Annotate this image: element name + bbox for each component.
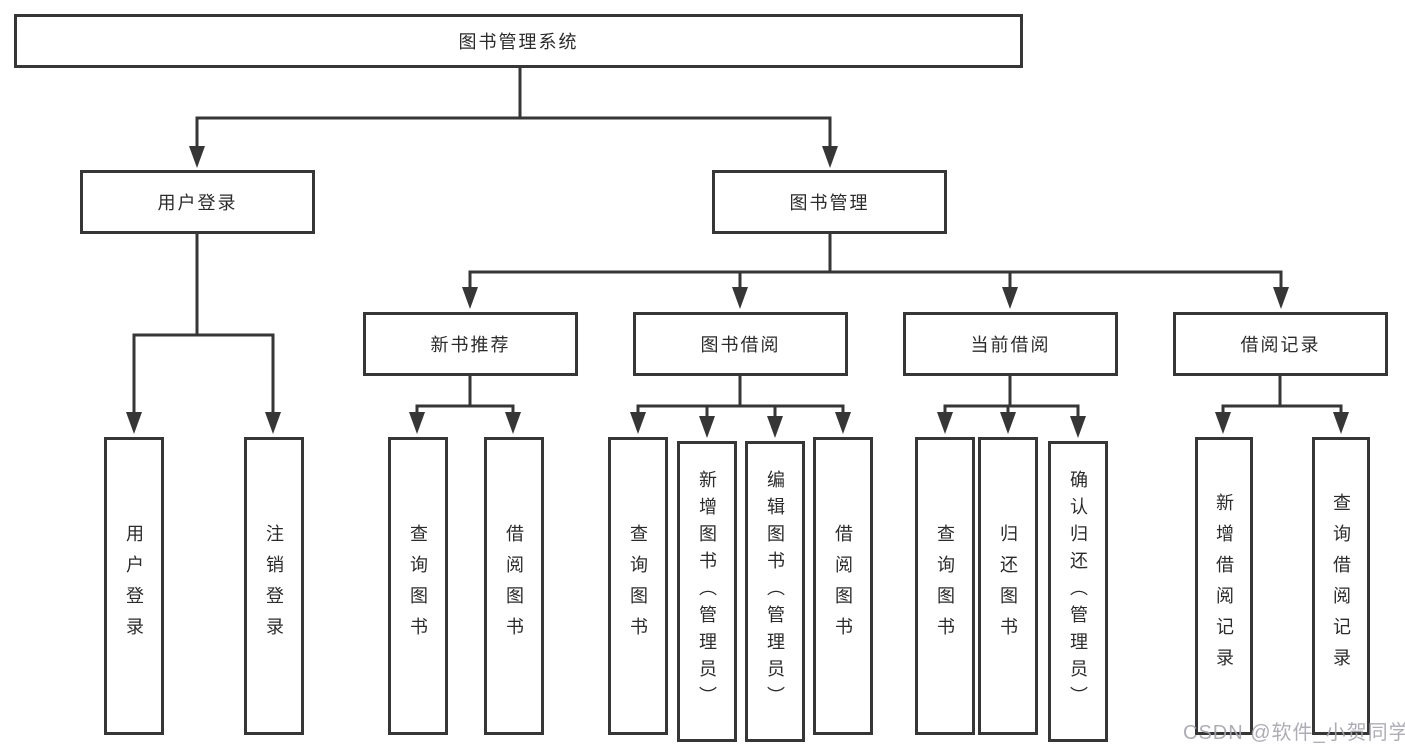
node-borrow-records: 借阅记录 <box>1173 312 1388 376</box>
leaf-query-books-recommend: 查询图书 <box>388 437 448 735</box>
leaf-label: 查询图书 <box>628 524 648 648</box>
leaf-borrow-books-recommend: 借阅图书 <box>484 437 544 735</box>
leaf-label: 借阅图书 <box>833 524 853 648</box>
csdn-watermark: CSDN @软件_小贺同学 <box>1183 722 1405 744</box>
leaf-label: 查询图书 <box>935 524 955 648</box>
leaf-return-books: 归还图书 <box>978 437 1038 735</box>
leaf-label: 新增图书（管理员） <box>697 470 717 713</box>
leaf-borrow-books: 借阅图书 <box>813 437 873 735</box>
leaf-label: 用户登录 <box>124 524 144 648</box>
leaf-logout: 注销登录 <box>244 437 304 735</box>
leaf-add-books-admin: 新增图书（管理员） <box>677 441 737 742</box>
leaf-user-login: 用户登录 <box>104 437 164 735</box>
leaf-label: 注销登录 <box>264 524 284 648</box>
leaf-confirm-return-admin: 确认归还（管理员） <box>1048 441 1108 742</box>
node-book-management: 图书管理 <box>712 170 947 234</box>
node-current-borrow: 当前借阅 <box>903 312 1118 376</box>
node-label: 图书借阅 <box>700 335 781 355</box>
node-label: 图书管理系统 <box>458 32 579 52</box>
leaf-add-borrow-record: 新增借阅记录 <box>1195 437 1253 735</box>
node-label: 图书管理 <box>789 193 870 213</box>
leaf-label: 查询图书 <box>408 524 428 648</box>
leaf-query-books-borrow: 查询图书 <box>608 437 668 735</box>
node-label: 当前借阅 <box>970 335 1051 355</box>
node-user-login: 用户登录 <box>80 170 315 234</box>
arrowheads <box>126 146 1349 438</box>
node-label: 用户登录 <box>157 193 238 213</box>
leaf-edit-books-admin: 编辑图书（管理员） <box>745 441 805 742</box>
node-library-management-system: 图书管理系统 <box>14 14 1023 68</box>
leaf-label: 归还图书 <box>998 524 1018 648</box>
node-label: 借阅记录 <box>1240 335 1321 355</box>
leaf-query-books-current: 查询图书 <box>915 437 975 735</box>
leaf-label: 编辑图书（管理员） <box>765 470 785 713</box>
node-book-borrow: 图书借阅 <box>633 312 848 376</box>
leaf-query-borrow-record: 查询借阅记录 <box>1312 437 1370 735</box>
leaf-label: 新增借阅记录 <box>1214 493 1234 679</box>
node-new-book-recommend: 新书推荐 <box>363 312 578 376</box>
node-label: 新书推荐 <box>430 335 511 355</box>
leaf-label: 确认归还（管理员） <box>1068 470 1088 713</box>
leaf-label: 借阅图书 <box>504 524 524 648</box>
leaf-label: 查询借阅记录 <box>1331 493 1351 679</box>
